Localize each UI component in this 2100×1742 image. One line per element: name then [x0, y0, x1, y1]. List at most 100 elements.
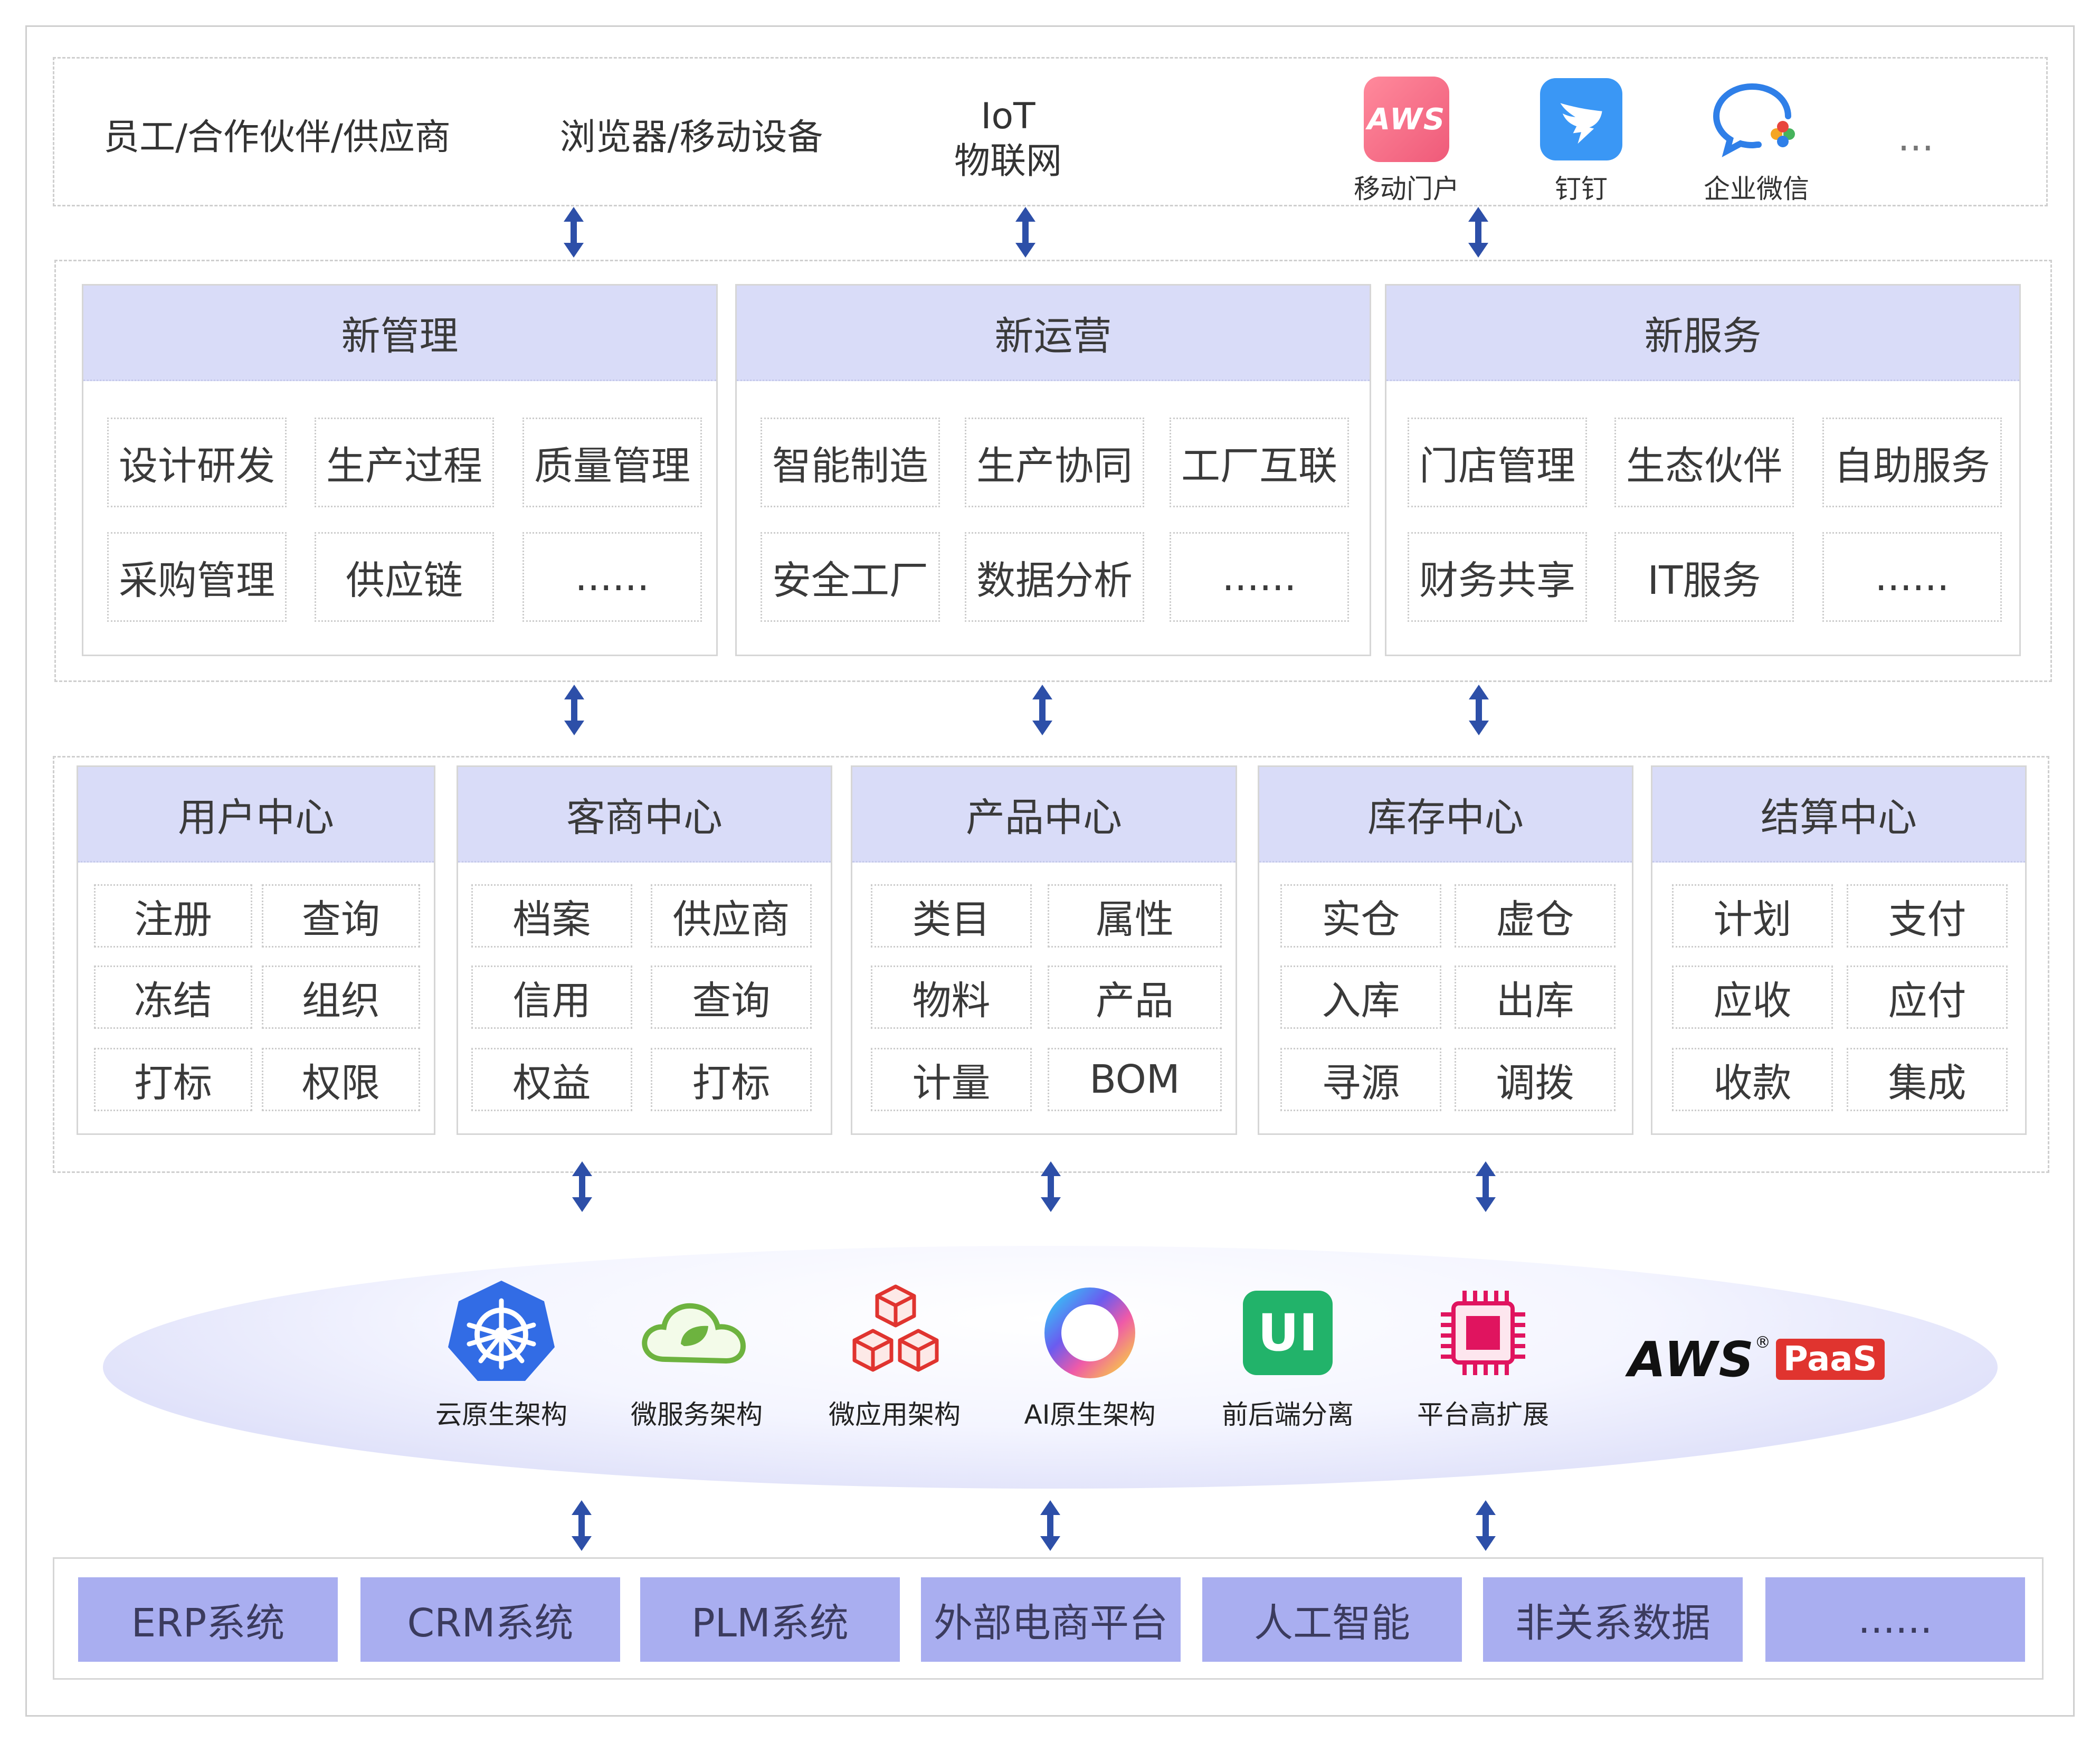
item-quality-management[interactable]: 质量管理 — [522, 418, 702, 507]
center-settlement: 结算中心 计划 支付 应收 应付 收款 集成 — [1651, 765, 2027, 1135]
aws-brand-text: AWS — [1628, 1331, 1755, 1388]
item-freeze[interactable]: 冻结 — [94, 965, 252, 1029]
item-rights[interactable]: 权益 — [471, 1048, 632, 1111]
wecom-label: 企业微信 — [1704, 174, 1809, 204]
kubernetes-icon — [446, 1277, 557, 1383]
system-plm[interactable]: PLM系统 — [640, 1577, 900, 1662]
tech-platform-ellipse — [103, 1246, 1998, 1489]
item-permission[interactable]: 权限 — [262, 1048, 420, 1111]
panel-new-service: 新服务 门店管理 生态伙伴 自助服务 财务共享 IT服务 ...... — [1385, 284, 2021, 656]
item-self-service[interactable]: 自助服务 — [1822, 418, 2002, 507]
ui-icon: UI — [1243, 1291, 1333, 1375]
microservice-label: 微服务架构 — [631, 1399, 763, 1430]
center-title: 用户中心 — [78, 767, 434, 863]
panel-title: 新运营 — [737, 286, 1370, 381]
system-erp[interactable]: ERP系统 — [78, 1577, 338, 1662]
item-measurement[interactable]: 计量 — [871, 1048, 1032, 1111]
item-transfer[interactable]: 调拨 — [1455, 1048, 1616, 1111]
chip-icon — [1436, 1285, 1531, 1380]
item-store-management[interactable]: 门店管理 — [1408, 418, 1587, 507]
diagram-frame — [25, 25, 2075, 1717]
arrow-1c — [1465, 206, 1491, 259]
item-outbound[interactable]: 出库 — [1455, 965, 1616, 1029]
item-sourcing[interactable]: 寻源 — [1280, 1048, 1441, 1111]
item-factory-interconnect[interactable]: 工厂互联 — [1170, 418, 1349, 507]
item-query[interactable]: 查询 — [651, 965, 812, 1029]
frontend-backend-label: 前后端分离 — [1222, 1399, 1354, 1430]
arrow-1a — [560, 206, 587, 259]
arrow-1b — [1012, 206, 1039, 259]
item-bom[interactable]: BOM — [1048, 1048, 1222, 1111]
arrow-2a — [561, 684, 587, 736]
devices-label: 浏览器/移动设备 — [559, 116, 823, 158]
item-tagging[interactable]: 打标 — [94, 1048, 252, 1111]
item-virtual-warehouse[interactable]: 虚仓 — [1455, 884, 1616, 948]
access-layer — [53, 57, 2048, 206]
item-plan[interactable]: 计划 — [1672, 884, 1833, 948]
item-design-rd[interactable]: 设计研发 — [107, 418, 287, 507]
item-archive[interactable]: 档案 — [471, 884, 632, 948]
item-procurement[interactable]: 采购管理 — [107, 532, 287, 622]
item-physical-warehouse[interactable]: 实仓 — [1280, 884, 1441, 948]
item-register[interactable]: 注册 — [94, 884, 252, 948]
arrow-3a — [569, 1160, 595, 1213]
platform-scalability-label: 平台高扩展 — [1417, 1399, 1549, 1430]
item-more[interactable]: ...... — [1170, 532, 1349, 622]
system-more[interactable]: ...... — [1765, 1577, 2025, 1662]
item-finance-sharing[interactable]: 财务共享 — [1408, 532, 1587, 622]
aws-mobile-portal-icon[interactable]: AWS — [1364, 77, 1449, 162]
panel-new-operation: 新运营 智能制造 生产协同 工厂互联 安全工厂 数据分析 ...... — [735, 284, 1371, 656]
item-more[interactable]: ...... — [522, 532, 702, 622]
panel-title: 新服务 — [1386, 286, 2019, 381]
item-query[interactable]: 查询 — [262, 884, 420, 948]
center-title: 结算中心 — [1652, 767, 2025, 863]
wecom-icon[interactable] — [1710, 79, 1803, 158]
item-supply-chain[interactable]: 供应链 — [315, 532, 494, 622]
item-credit[interactable]: 信用 — [471, 965, 632, 1029]
item-payment[interactable]: 支付 — [1847, 884, 2008, 948]
paas-badge: PaaS — [1775, 1339, 1885, 1380]
mobile-portal-label: 移动门户 — [1354, 174, 1459, 204]
item-receivable[interactable]: 应收 — [1672, 965, 1833, 1029]
system-ai[interactable]: 人工智能 — [1202, 1577, 1462, 1662]
arrow-3b — [1038, 1160, 1064, 1213]
item-it-service[interactable]: IT服务 — [1614, 532, 1794, 622]
item-safety-factory[interactable]: 安全工厂 — [761, 532, 940, 622]
center-inventory: 库存中心 实仓 虚仓 入库 出库 寻源 调拨 — [1258, 765, 1633, 1135]
item-category[interactable]: 类目 — [871, 884, 1032, 948]
item-inbound[interactable]: 入库 — [1280, 965, 1441, 1029]
system-nosql-data[interactable]: 非关系数据 — [1483, 1577, 1743, 1662]
item-more[interactable]: ...... — [1822, 532, 2002, 622]
cubes-icon — [840, 1280, 951, 1386]
dingtalk-icon[interactable] — [1540, 78, 1622, 160]
iot-label: IoT 物联网 — [924, 92, 1092, 185]
item-eco-partners[interactable]: 生态伙伴 — [1614, 418, 1794, 507]
item-tagging[interactable]: 打标 — [651, 1048, 812, 1111]
system-crm[interactable]: CRM系统 — [360, 1577, 620, 1662]
center-title: 库存中心 — [1259, 767, 1632, 863]
system-external-ecommerce[interactable]: 外部电商平台 — [921, 1577, 1181, 1662]
center-product: 产品中心 类目 属性 物料 产品 计量 BOM — [851, 765, 1237, 1135]
center-customer-vendor: 客商中心 档案 供应商 信用 查询 权益 打标 — [457, 765, 832, 1135]
arrow-2c — [1466, 684, 1492, 736]
registered-mark: ® — [1754, 1333, 1771, 1352]
panel-new-management: 新管理 设计研发 生产过程 质量管理 采购管理 供应链 ...... — [82, 284, 718, 656]
item-production-collab[interactable]: 生产协同 — [965, 418, 1144, 507]
item-material[interactable]: 物料 — [871, 965, 1032, 1029]
ai-native-label: AI原生架构 — [1024, 1399, 1156, 1430]
item-product[interactable]: 产品 — [1048, 965, 1222, 1029]
item-supplier[interactable]: 供应商 — [651, 884, 812, 948]
iot-line1: IoT — [981, 95, 1035, 137]
center-title: 产品中心 — [852, 767, 1236, 863]
item-production-process[interactable]: 生产过程 — [315, 418, 494, 507]
item-attribute[interactable]: 属性 — [1048, 884, 1222, 948]
item-data-analysis[interactable]: 数据分析 — [965, 532, 1144, 622]
arrow-3c — [1472, 1160, 1499, 1213]
item-organization[interactable]: 组织 — [262, 965, 420, 1029]
item-collection[interactable]: 收款 — [1672, 1048, 1833, 1111]
arrow-4c — [1472, 1499, 1499, 1552]
spring-cloud-icon — [639, 1293, 749, 1372]
item-smart-manufacturing[interactable]: 智能制造 — [761, 418, 940, 507]
item-payable[interactable]: 应付 — [1847, 965, 2008, 1029]
item-integration[interactable]: 集成 — [1847, 1048, 2008, 1111]
